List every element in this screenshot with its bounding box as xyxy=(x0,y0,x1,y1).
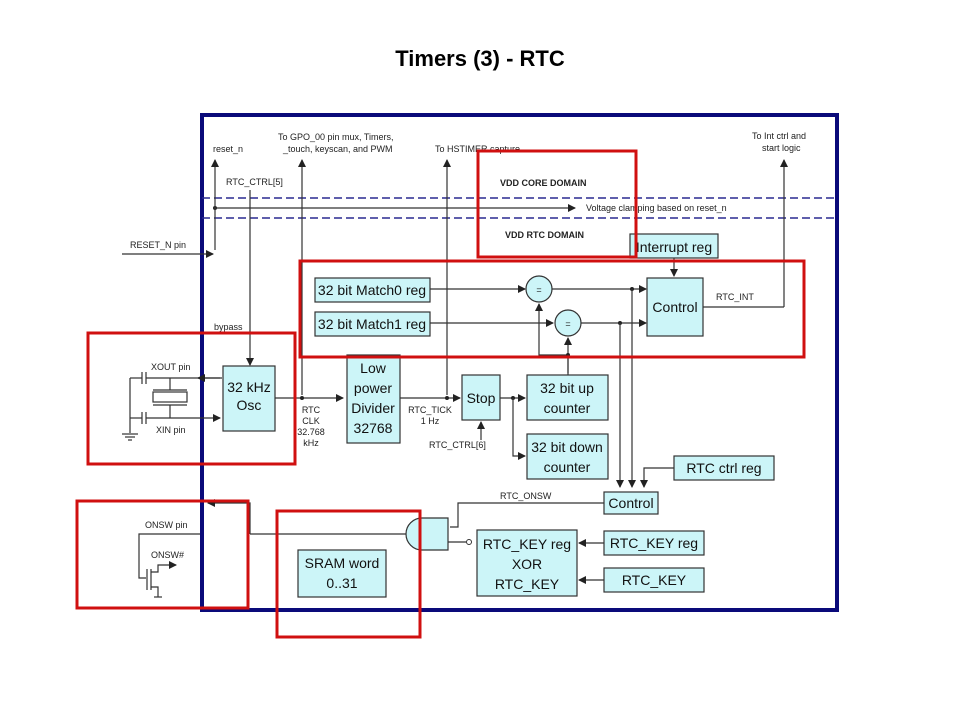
match0-register: 32 bit Match0 reg xyxy=(314,277,431,303)
svg-text:0..31: 0..31 xyxy=(326,575,357,591)
svg-text:Low: Low xyxy=(360,360,387,376)
rtc-key-register: RTC_KEY reg xyxy=(603,530,705,556)
svg-text:32 bit Match1 reg: 32 bit Match1 reg xyxy=(318,316,426,332)
and-gate xyxy=(405,517,449,551)
xout-pin-label: XOUT pin xyxy=(151,362,190,372)
rtc-clk-label-1: RTC xyxy=(302,405,321,415)
highlight-match-logic xyxy=(298,259,806,359)
svg-text:RTC_KEY reg: RTC_KEY reg xyxy=(483,536,571,552)
onsw-n-label: ONSW# xyxy=(151,550,184,560)
down-counter-block: 32 bit down counter xyxy=(526,433,609,480)
svg-text:32 bit up: 32 bit up xyxy=(540,380,594,396)
slide-title: Timers (3) - RTC xyxy=(395,46,565,71)
mosfet-icon xyxy=(146,561,177,598)
svg-text:32 bit down: 32 bit down xyxy=(531,439,603,455)
gpo-label-2: _touch, keyscan, and PWM xyxy=(282,144,393,154)
highlight-sram xyxy=(275,509,422,639)
svg-text:SRAM word: SRAM word xyxy=(305,555,380,571)
rtc-clk-label-3: 32.768 xyxy=(297,427,325,437)
svg-text:Control: Control xyxy=(652,299,697,315)
hstimer-label: To HSTIMER capture xyxy=(435,144,520,154)
svg-text:RTC ctrl reg: RTC ctrl reg xyxy=(686,460,761,476)
rtc-tick-label-1: RTC_TICK xyxy=(408,405,452,415)
interrupt-register: Interrupt reg xyxy=(629,233,719,259)
rtc-key-block: RTC_KEY xyxy=(603,567,705,593)
chip-boundary xyxy=(200,113,839,612)
svg-text:Divider: Divider xyxy=(351,400,395,416)
reset-n-label: reset_n xyxy=(213,144,243,154)
interrupt-control-block: Control xyxy=(646,277,704,337)
svg-text:32 bit Match0 reg: 32 bit Match0 reg xyxy=(318,282,426,298)
reset-pin-label: RESET_N pin xyxy=(130,240,186,250)
low-power-divider-block: Low power Divider 32768 xyxy=(346,354,401,444)
svg-text:RTC_KEY reg: RTC_KEY reg xyxy=(610,535,698,551)
svg-text:Stop: Stop xyxy=(467,390,496,406)
up-counter-block: 32 bit up counter xyxy=(526,374,609,421)
core-domain-label: VDD CORE DOMAIN xyxy=(500,178,587,188)
rtc-onsw-label: RTC_ONSW xyxy=(500,491,552,501)
rtc-int-label: RTC_INT xyxy=(716,292,754,302)
onsw-control-block: Control xyxy=(603,491,659,515)
svg-text:Interrupt reg: Interrupt reg xyxy=(636,239,712,255)
svg-text:XOR: XOR xyxy=(512,556,542,572)
osc-32khz-block: 32 kHz Osc xyxy=(222,365,276,432)
sram-word-block: SRAM word 0..31 xyxy=(297,549,387,598)
crystal-circuit xyxy=(122,372,221,441)
svg-text:=: = xyxy=(565,319,570,329)
rtc-tick-label-2: 1 Hz xyxy=(421,416,440,426)
svg-text:=: = xyxy=(536,285,541,295)
highlight-oscillator xyxy=(86,331,297,466)
comparator-0: = xyxy=(525,275,553,303)
rtc-clk-label-4: kHz xyxy=(303,438,319,448)
svg-text:power: power xyxy=(354,380,392,396)
key-xor-block: RTC_KEY reg XOR RTC_KEY xyxy=(476,529,578,597)
rtc-ctrl6-label: RTC_CTRL[6] xyxy=(429,440,486,450)
svg-text:RTC_KEY: RTC_KEY xyxy=(495,576,560,592)
bypass-label: bypass xyxy=(214,322,243,332)
comparator-1: = xyxy=(554,309,582,337)
svg-text:counter: counter xyxy=(544,459,591,475)
clamp-label: Voltage clamping based on reset_n xyxy=(586,203,727,213)
svg-text:counter: counter xyxy=(544,400,591,416)
intctrl-label-1: To Int ctrl and xyxy=(752,131,806,141)
match1-register: 32 bit Match1 reg xyxy=(314,311,431,337)
highlight-onsw-pin xyxy=(75,499,250,610)
svg-text:32 kHz: 32 kHz xyxy=(227,379,271,395)
gpo-label-1: To GPO_00 pin mux, Timers, xyxy=(278,132,394,142)
svg-text:32768: 32768 xyxy=(354,420,393,436)
svg-text:RTC_KEY: RTC_KEY xyxy=(622,572,687,588)
svg-text:Control: Control xyxy=(608,495,653,511)
stop-block: Stop xyxy=(461,374,501,421)
intctrl-label-2: start logic xyxy=(762,143,801,153)
highlight-domain-labels xyxy=(476,149,638,259)
rtc-domain-label: VDD RTC DOMAIN xyxy=(505,230,584,240)
rtc-clk-label-2: CLK xyxy=(302,416,320,426)
rtc-ctrl-register: RTC ctrl reg xyxy=(673,455,775,481)
xin-pin-label: XIN pin xyxy=(156,425,186,435)
rtc-ctrl5-label: RTC_CTRL[5] xyxy=(226,177,283,187)
onsw-pin-label: ONSW pin xyxy=(145,520,188,530)
svg-text:Osc: Osc xyxy=(237,397,262,413)
